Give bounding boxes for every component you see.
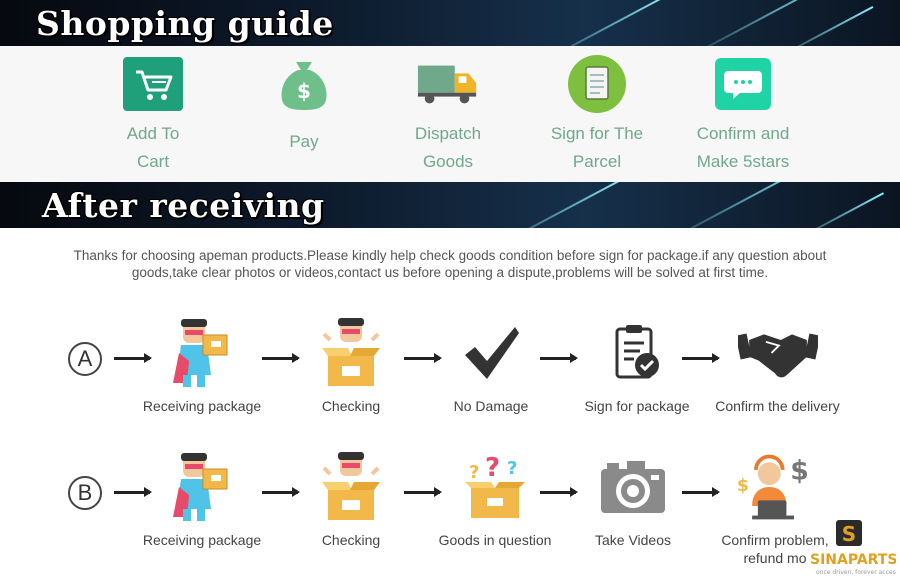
- parcel-note-icon: [565, 55, 629, 113]
- svg-text:S: S: [842, 522, 856, 546]
- step-label: Parcel: [572, 152, 622, 171]
- flow-caption: Receiving package: [142, 398, 262, 414]
- flow-item-no-damage: No Damage: [416, 318, 566, 414]
- light-streak: [479, 182, 631, 228]
- support-agent-icon: $ $: [735, 452, 815, 522]
- flow-caption: Goods in question: [438, 532, 552, 548]
- arrow-icon: [682, 487, 720, 497]
- light-streak: [650, 182, 820, 228]
- svg-text:?: ?: [507, 458, 517, 479]
- step-label: Goods: [422, 152, 474, 171]
- flow-item-receiving: Receiving package: [127, 452, 277, 548]
- svg-text:?: ?: [469, 462, 479, 483]
- banner-title: After receiving: [42, 186, 325, 225]
- step-dispatch: Dispatch Goods: [388, 56, 508, 176]
- step-pay: $ Pay: [244, 56, 364, 156]
- flow-item-sign: Sign for package: [562, 318, 712, 414]
- light-streak: [671, 0, 849, 46]
- arrow-icon: [114, 487, 152, 497]
- courier-package-icon: [162, 452, 242, 522]
- handshake-icon: [737, 318, 818, 388]
- step-label: Dispatch: [414, 124, 482, 143]
- shopping-steps: Add To Cart $ Pay Dispatch Goods: [0, 46, 900, 182]
- arrow-icon: [114, 353, 152, 363]
- flow-a: A Receiving package: [0, 318, 900, 418]
- arrow-icon: [262, 487, 300, 497]
- notice-line: Thanks for choosing apeman products.Plea…: [73, 248, 827, 263]
- flow-item-receiving: Receiving package: [127, 318, 277, 414]
- step-label: Confirm and: [696, 124, 790, 143]
- notice-line: goods,take clear photos or videos,contac…: [131, 265, 769, 280]
- arrow-icon: [262, 353, 300, 363]
- cart-icon: [121, 56, 185, 112]
- flow-item-checking: Checking: [276, 452, 426, 548]
- chat-bubble-icon: [711, 56, 775, 112]
- flow-caption: Confirm the delivery: [715, 398, 840, 414]
- step-confirm: Confirm and Make 5stars: [684, 56, 802, 176]
- open-box-icon: [311, 318, 391, 388]
- shopping-guide-banner: Shopping guide: [0, 0, 900, 46]
- flow-b: B Receiving package: [0, 452, 900, 566]
- checkmark-icon: [451, 318, 531, 388]
- flow-caption: Checking: [321, 532, 381, 548]
- banner-title: Shopping guide: [36, 4, 334, 43]
- svg-text:$: $: [790, 455, 809, 486]
- arrow-icon: [540, 353, 578, 363]
- flow-item-checking: Checking: [276, 318, 426, 414]
- svg-text:?: ?: [485, 454, 500, 483]
- svg-text:$: $: [297, 79, 311, 103]
- flow-item-confirm-problem: $ $ Confirm problem, refund mo: [700, 452, 850, 566]
- brand-logo: S SINAPARTS once driven, forever accesso…: [806, 520, 900, 576]
- arrow-icon: [404, 487, 442, 497]
- light-streak: [528, 0, 672, 46]
- notice-text: Thanks for choosing apeman products.Plea…: [40, 247, 860, 281]
- flow-caption: Sign for package: [584, 398, 690, 414]
- flow-caption: Confirm problem,: [721, 532, 829, 548]
- flow-letter: B: [68, 476, 102, 510]
- clipboard-check-icon: [597, 318, 677, 388]
- step-sign: Sign for The Parcel: [537, 55, 657, 176]
- step-label: Pay: [289, 132, 319, 151]
- arrow-icon: [682, 353, 720, 363]
- svg-text:once driven, forever accessory: once driven, forever accessory: [816, 569, 896, 576]
- flow-caption: refund mo: [743, 550, 807, 566]
- open-box-icon: [311, 452, 391, 522]
- flow-caption: Checking: [321, 398, 381, 414]
- step-label: Make 5stars: [696, 152, 790, 171]
- step-label: Sign for The: [550, 124, 644, 143]
- flow-caption: Take Videos: [594, 532, 671, 548]
- step-add-to-cart: Add To Cart: [93, 56, 213, 176]
- light-streak: [785, 192, 885, 228]
- light-streak: [766, 5, 874, 46]
- step-label: Add To: [126, 124, 180, 143]
- after-receiving-banner: After receiving: [0, 182, 900, 228]
- step-label: Cart: [136, 152, 170, 171]
- flow-item-confirm-delivery: Confirm the delivery: [700, 318, 855, 414]
- courier-package-icon: [162, 318, 242, 388]
- svg-text:$: $: [737, 476, 749, 496]
- arrow-icon: [540, 487, 578, 497]
- flow-item-goods-question: ? ? ? Goods in question: [420, 452, 570, 548]
- flow-item-take-videos: Take Videos: [558, 452, 708, 548]
- delivery-truck-icon: [416, 56, 480, 112]
- arrow-icon: [404, 353, 442, 363]
- svg-text:SINAPARTS: SINAPARTS: [810, 552, 896, 568]
- camera-icon: [593, 452, 673, 522]
- money-bag-icon: $: [272, 56, 336, 112]
- flow-caption: Receiving package: [142, 532, 262, 548]
- question-box-icon: ? ? ?: [455, 452, 535, 522]
- flow-caption: No Damage: [453, 398, 529, 414]
- flow-letter: A: [68, 342, 102, 376]
